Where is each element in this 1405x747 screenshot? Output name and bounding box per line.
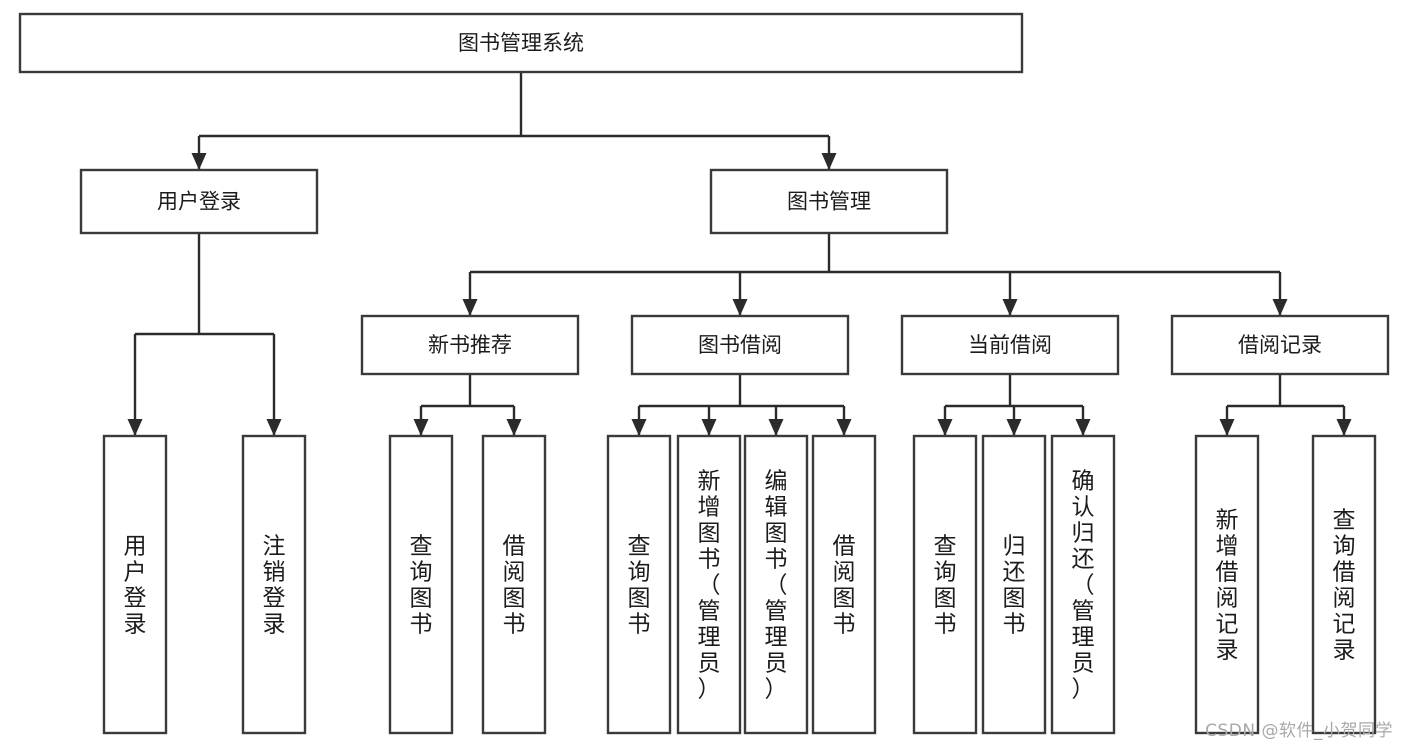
node-label-root: 图书管理系统 [458,31,584,55]
connector-c-record-to-leaves [1219,374,1352,436]
node-label-leaf-add-record: 新增借阅记录 [1216,507,1239,663]
node-label-leaf-borrow-book-rec: 借阅图书 [503,533,526,637]
node-user-login[interactable]: 用户登录 [79,168,319,235]
arrow-head-icon [191,153,207,170]
node-box-leaf-add-book[interactable] [676,434,742,735]
node-leaf-add-book[interactable]: 新增图书（管理员） [676,434,742,735]
node-label-leaf-user-login: 用户登录 [124,533,147,637]
connector-c-root-to-l2 [191,72,837,170]
arrow-head-icon [631,419,647,436]
node-label-leaf-add-book: 新增图书（管理员） [698,468,721,702]
node-box-leaf-logout[interactable] [241,434,307,735]
arrow-head-icon [1219,419,1235,436]
arrow-head-icon [732,299,748,316]
node-label-leaf-return-book: 归还图书 [1003,533,1026,637]
node-box-leaf-query-cur[interactable] [912,434,978,735]
node-leaf-user-login[interactable]: 用户登录 [102,434,168,735]
node-box-new-book-rec[interactable] [360,314,580,376]
node-box-user-login[interactable] [79,168,319,235]
node-leaf-edit-book[interactable]: 编辑图书（管理员） [743,434,809,735]
node-label-book-manage: 图书管理 [787,190,871,214]
node-box-book-manage[interactable] [709,168,949,235]
node-leaf-query-book-rec[interactable]: 查询图书 [388,434,454,735]
node-label-leaf-logout: 注销登录 [263,533,286,637]
arrow-head-icon [836,419,852,436]
node-leaf-confirm-return[interactable]: 确认归还（管理员） [1050,434,1116,735]
connectors-layer [127,72,1352,436]
node-new-book-rec[interactable]: 新书推荐 [360,314,580,376]
arrow-head-icon [1336,419,1352,436]
node-leaf-borrow-book[interactable]: 借阅图书 [811,434,877,735]
node-box-leaf-query-book-rec[interactable] [388,434,454,735]
node-label-leaf-query-book-rec: 查询图书 [410,533,433,637]
arrow-head-icon [462,299,478,316]
arrow-head-icon [413,419,429,436]
node-label-leaf-query-record: 查询借阅记录 [1333,507,1356,663]
node-box-leaf-borrow-book-rec[interactable] [481,434,547,735]
node-label-leaf-confirm-return: 确认归还（管理员） [1072,468,1095,702]
arrow-head-icon [1002,299,1018,316]
node-box-leaf-add-record[interactable] [1194,434,1260,735]
node-label-leaf-edit-book: 编辑图书（管理员） [765,468,788,702]
node-leaf-borrow-book-rec[interactable]: 借阅图书 [481,434,547,735]
arrow-head-icon [1272,299,1288,316]
arrow-head-icon [127,419,143,436]
arrow-head-icon [266,419,282,436]
node-book-borrow[interactable]: 图书借阅 [630,314,850,376]
node-box-leaf-query-book[interactable] [606,434,672,735]
node-leaf-query-record[interactable]: 查询借阅记录 [1311,434,1377,735]
connector-c-userlogin-to-leaves [127,233,282,436]
node-box-root[interactable] [18,12,1024,74]
node-box-book-borrow[interactable] [630,314,850,376]
connector-c-borrow-to-leaves [631,374,852,436]
connector-c-current-to-leaves [937,374,1091,436]
arrow-head-icon [937,419,953,436]
node-box-current-borrow[interactable] [900,314,1120,376]
arrow-head-icon [821,153,837,170]
node-borrow-record[interactable]: 借阅记录 [1170,314,1390,376]
node-box-borrow-record[interactable] [1170,314,1390,376]
connector-c-newbook-to-leaves [413,374,522,436]
node-box-leaf-edit-book[interactable] [743,434,809,735]
node-leaf-add-record[interactable]: 新增借阅记录 [1194,434,1260,735]
node-label-new-book-rec: 新书推荐 [428,333,512,357]
node-label-borrow-record: 借阅记录 [1238,333,1322,357]
node-box-leaf-confirm-return[interactable] [1050,434,1116,735]
watermark-label: CSDN @软件_小贺同学 [1205,721,1393,741]
node-label-leaf-query-book: 查询图书 [628,533,651,637]
node-box-leaf-user-login[interactable] [102,434,168,735]
node-box-leaf-borrow-book[interactable] [811,434,877,735]
node-label-book-borrow: 图书借阅 [698,333,782,357]
node-box-leaf-query-record[interactable] [1311,434,1377,735]
node-leaf-query-cur[interactable]: 查询图书 [912,434,978,735]
arrow-head-icon [768,419,784,436]
node-label-leaf-query-cur: 查询图书 [934,533,957,637]
node-leaf-query-book[interactable]: 查询图书 [606,434,672,735]
arrow-head-icon [506,419,522,436]
node-label-current-borrow: 当前借阅 [968,333,1052,357]
arrow-head-icon [701,419,717,436]
connector-c-bookmanage-to-l3 [462,233,1288,316]
node-leaf-logout[interactable]: 注销登录 [241,434,307,735]
node-leaf-return-book[interactable]: 归还图书 [981,434,1047,735]
arrow-head-icon [1075,419,1091,436]
node-book-manage[interactable]: 图书管理 [709,168,949,235]
node-label-leaf-borrow-book: 借阅图书 [833,533,856,637]
node-box-leaf-return-book[interactable] [981,434,1047,735]
node-label-user-login: 用户登录 [157,190,241,214]
arrow-head-icon [1006,419,1022,436]
nodes-layer: 图书管理系统用户登录图书管理新书推荐图书借阅当前借阅借阅记录用户登录注销登录查询… [18,12,1390,735]
node-root[interactable]: 图书管理系统 [18,12,1024,74]
node-current-borrow[interactable]: 当前借阅 [900,314,1120,376]
